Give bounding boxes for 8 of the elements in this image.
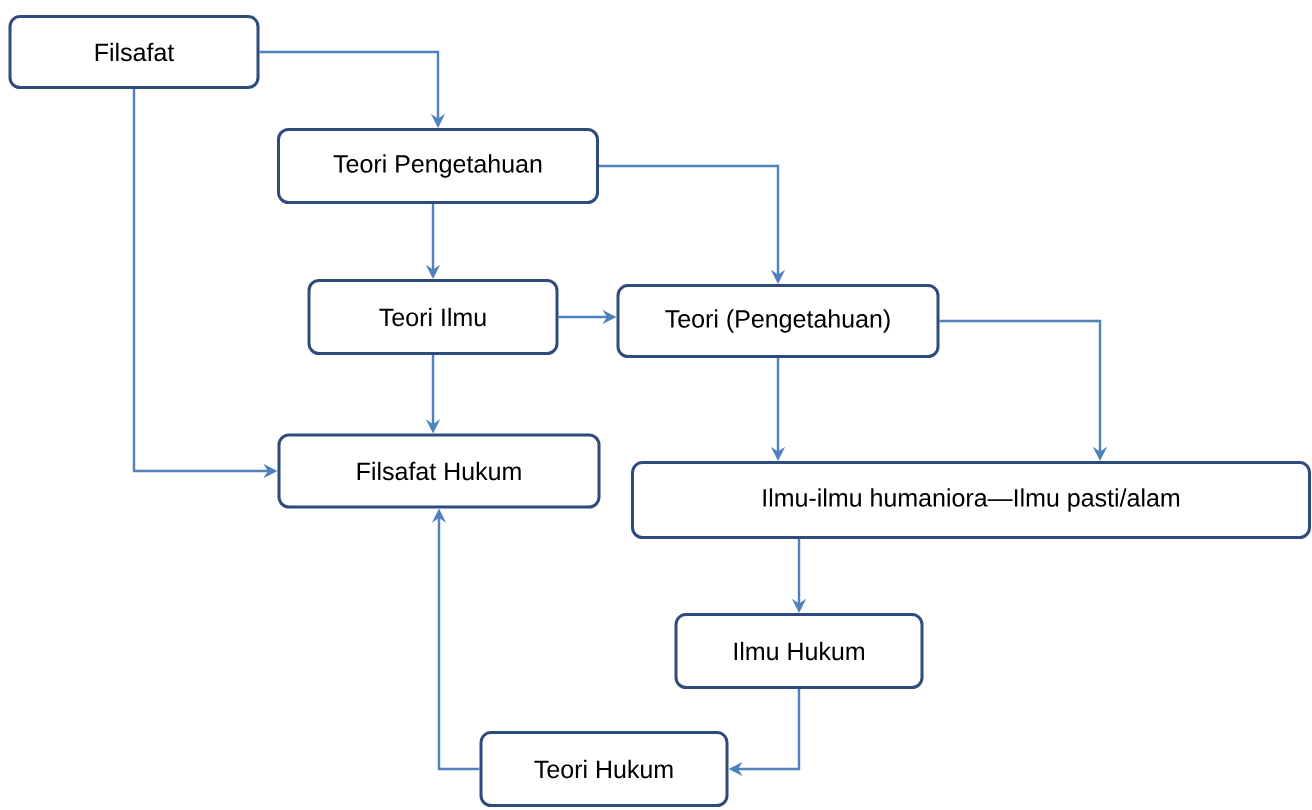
process-box: Teori Hukum — [479, 731, 729, 807]
process-box: Ilmu-ilmu humaniora—Ilmu pasti/alam — [631, 461, 1311, 539]
process-box: Teori Pengetahuan — [277, 128, 599, 204]
process-box: Teori Ilmu — [307, 279, 559, 355]
process-box: Teori (Pengetahuan) — [616, 284, 940, 358]
process-box: Filsafat Hukum — [277, 433, 601, 509]
process-box: Ilmu Hukum — [674, 613, 924, 689]
process-box: Filsafat — [8, 15, 260, 89]
